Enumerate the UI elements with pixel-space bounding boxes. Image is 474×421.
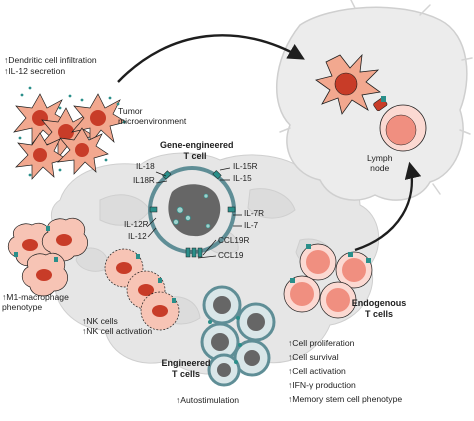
m1-macrophage-label: ↑M1-macrophage phenotype (2, 292, 69, 312)
activation-arrow (354, 161, 422, 252)
lymph-node-label: Lymph node (367, 153, 393, 173)
effect-item: ↑Cell proliferation (288, 338, 355, 348)
endogenous-t-cells-label: Endogenous T cells (351, 298, 407, 319)
engineered-t-cells (200, 285, 276, 387)
engineered-t-cells-label: Engineered T cells (161, 358, 211, 379)
ccl19r-label: CCL19R (218, 236, 250, 245)
il7-label: IL-7 (244, 221, 259, 230)
nk-cells (104, 248, 180, 331)
il15r-label: IL-15R (233, 162, 258, 171)
il12r-label: IL-12R (124, 220, 149, 229)
il12-secretion-label: ↑IL-12 secretion (4, 66, 66, 76)
endogenous-t-cells (283, 243, 373, 319)
tumor-microenvironment-label: Tumor microenvironment (118, 106, 187, 126)
migration-arrow (117, 34, 305, 83)
effect-item: ↑IFN-γ production (288, 380, 356, 390)
effect-item: ↑Cell survival (288, 352, 339, 362)
il18-label: IL-18 (136, 162, 155, 171)
effect-item: ↑Memory stem cell phenotype (288, 394, 403, 404)
macrophages (7, 217, 88, 297)
dc-infiltration-label: ↑Dendritic cell infiltration (4, 55, 97, 65)
effect-item: ↑Cell activation (288, 366, 346, 376)
lymph-t-cell (373, 96, 427, 152)
lymph-dendritic-cell (315, 53, 382, 115)
nk-effects-label: ↑NK cells ↑NK cell activation (82, 316, 153, 336)
gene-engineered-t-cell (147, 166, 242, 259)
ccl19-label: CCL19 (218, 251, 244, 260)
tumor-cell-cluster (39, 152, 380, 375)
lymph-node (275, 0, 473, 201)
il18r-label: IL18R (133, 176, 155, 185)
tumor-dendritic-cells (13, 86, 127, 180)
gene-engineered-t-cell-label: Gene-engineered T cell (160, 140, 234, 161)
il12-label: IL-12 (128, 232, 147, 241)
il15-label: IL-15 (233, 174, 252, 183)
il7r-label: IL-7R (244, 209, 265, 218)
t-cell-effects-list: ↑Cell proliferation ↑Cell survival ↑Cell… (288, 338, 402, 404)
autostimulation-label: ↑Autostimulation (176, 395, 240, 405)
